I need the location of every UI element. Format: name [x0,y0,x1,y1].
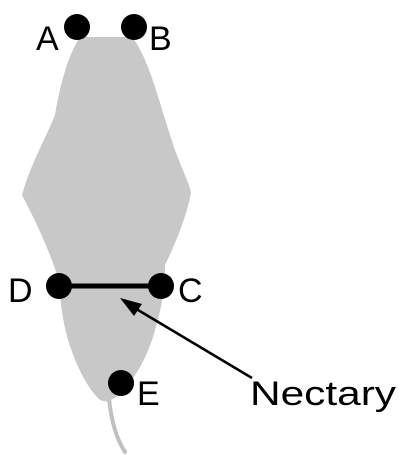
label-d: D [8,272,33,310]
label-b: B [149,20,172,58]
point-b-dot [121,14,147,40]
petal-stalk [109,398,125,452]
label-nectary: Nectary [250,375,396,413]
point-e-dot [108,370,134,396]
point-a-dot [64,14,90,40]
label-c: C [178,272,203,310]
label-a: A [36,20,59,58]
label-e: E [137,375,160,413]
point-d-dot [46,273,72,299]
point-c-dot [148,273,174,299]
petal-shape [22,37,191,401]
